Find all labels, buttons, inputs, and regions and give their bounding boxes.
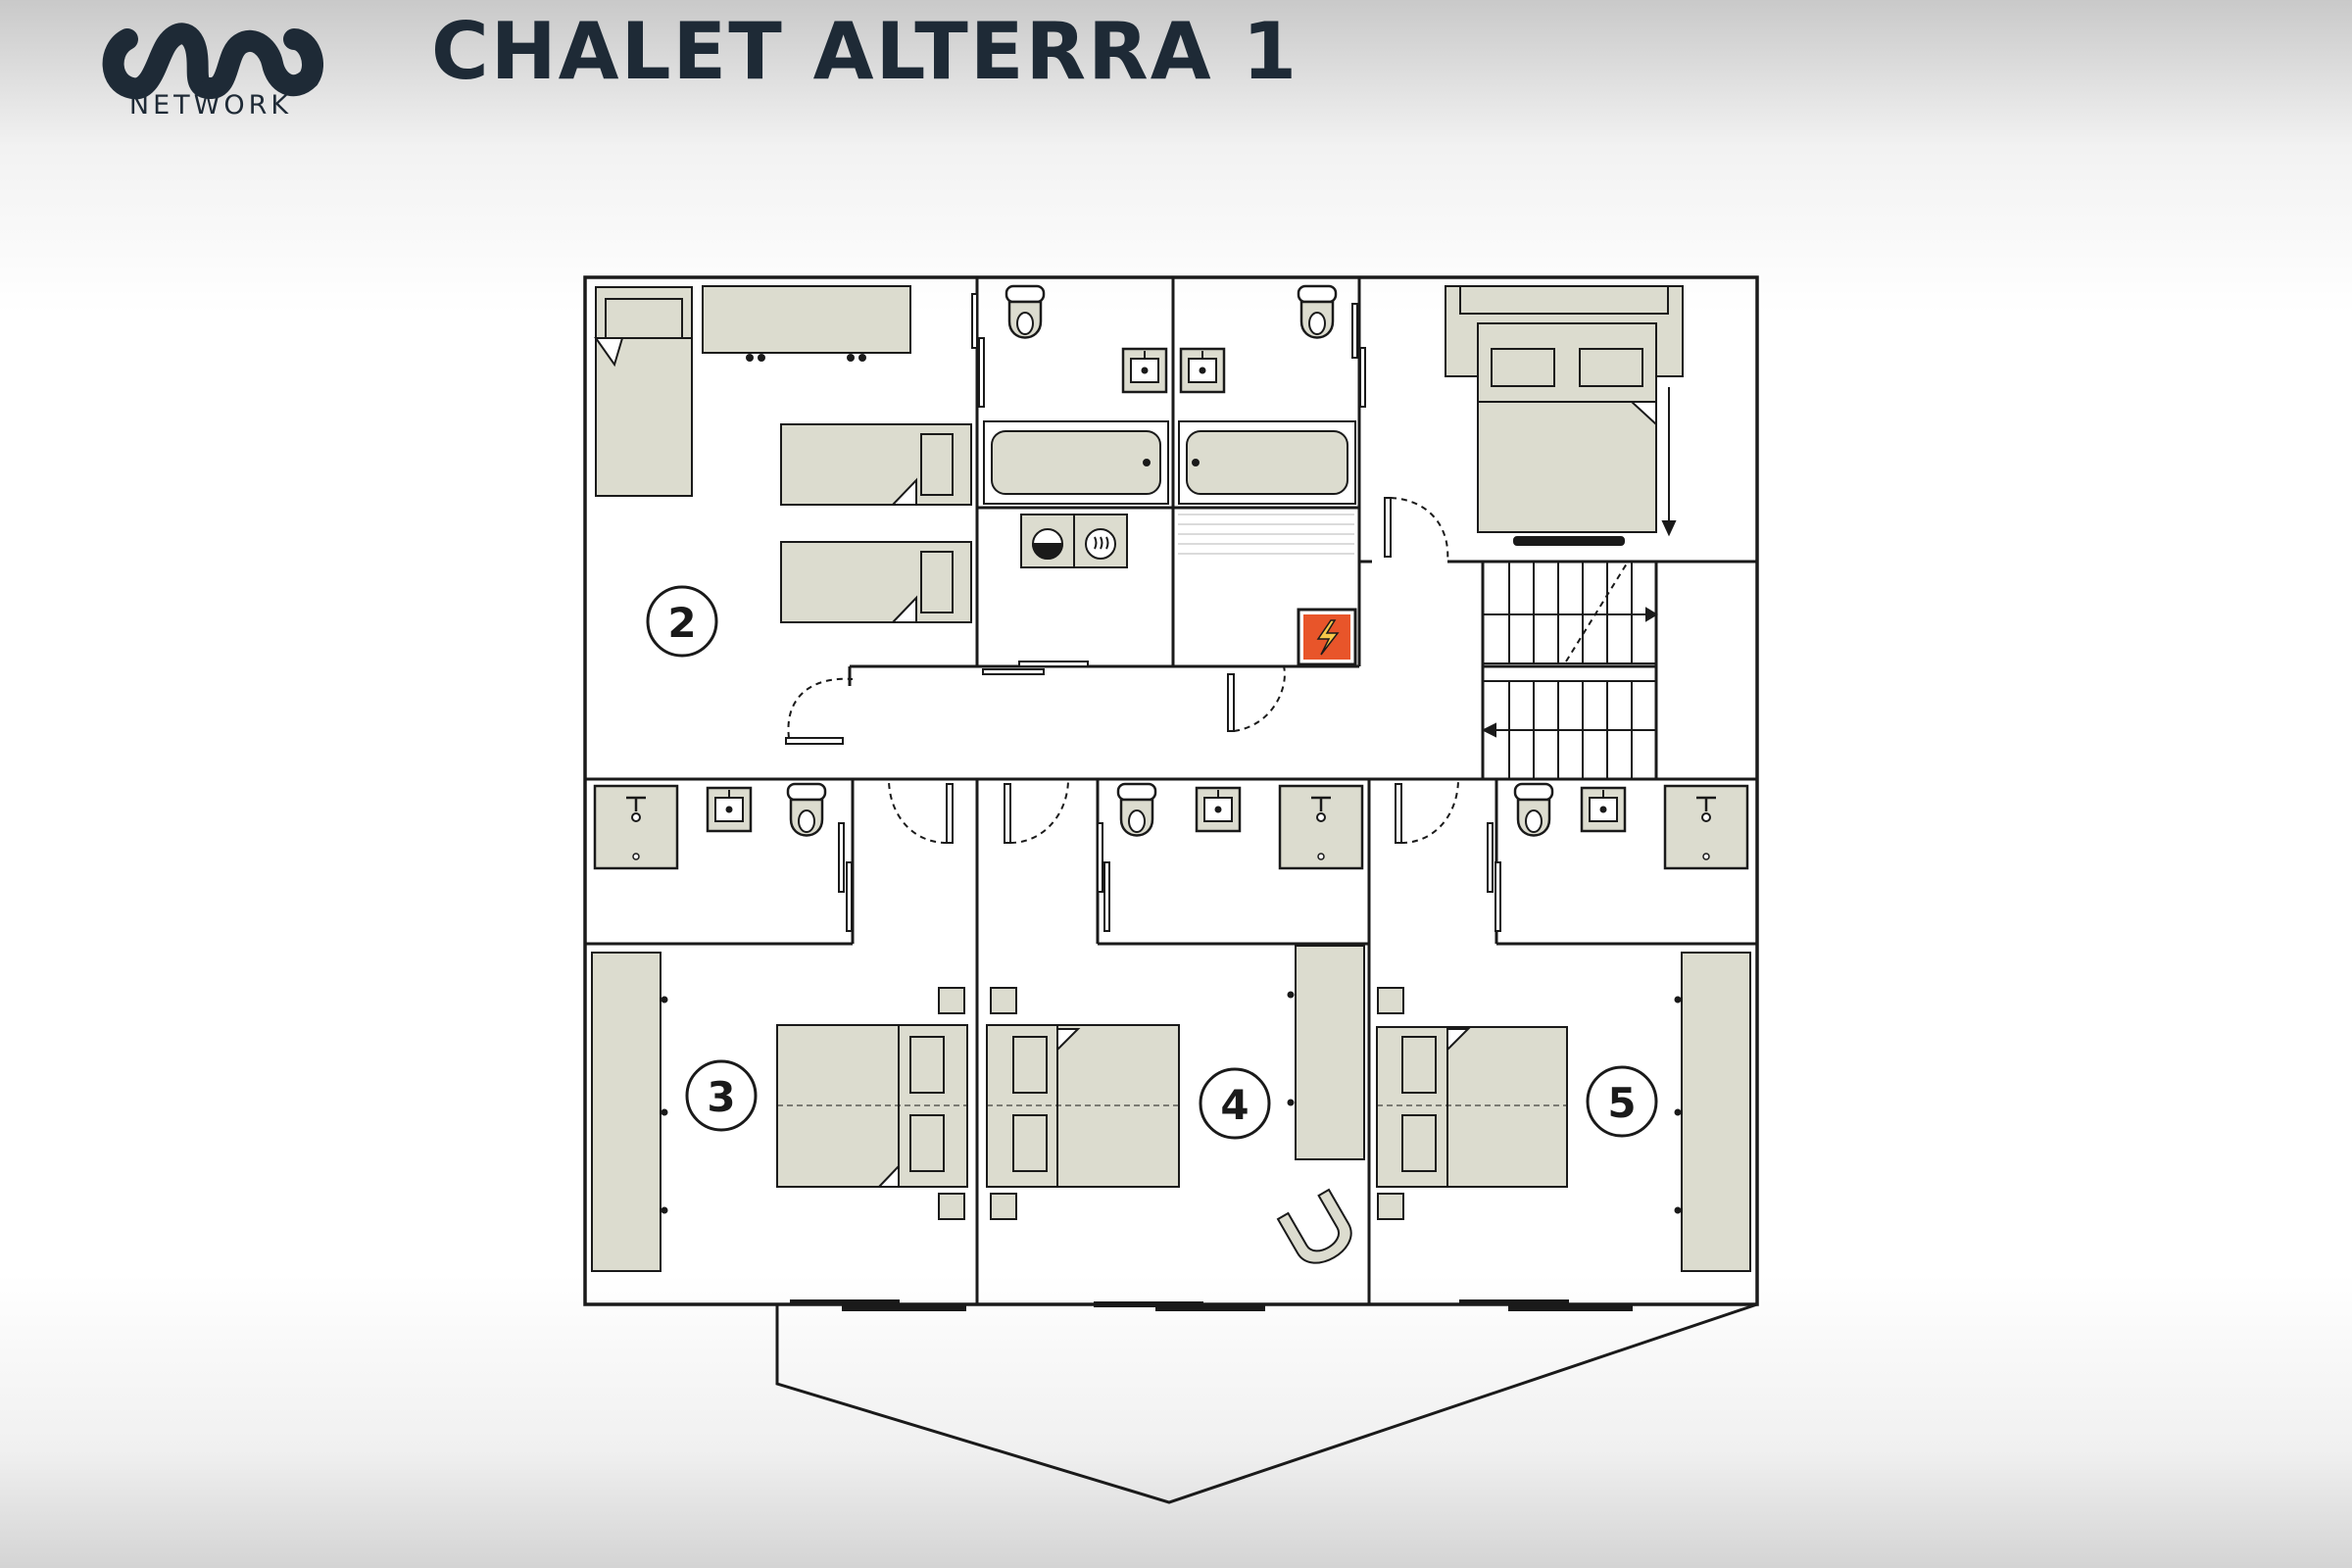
sink-icon bbox=[706, 786, 753, 833]
room-4-label: 4 bbox=[1199, 1067, 1271, 1140]
dryer-icon bbox=[1073, 514, 1128, 568]
room-5-label: 5 bbox=[1586, 1065, 1658, 1138]
sink-icon bbox=[1195, 786, 1242, 833]
bed-icon bbox=[986, 1024, 1180, 1188]
svg-text:3: 3 bbox=[707, 1073, 735, 1121]
bed-icon bbox=[780, 541, 972, 623]
washing-machine-icon bbox=[1020, 514, 1075, 568]
bed-icon bbox=[594, 286, 693, 497]
bed-icon bbox=[780, 423, 972, 506]
shower-icon bbox=[593, 784, 679, 870]
toilet-icon bbox=[1513, 782, 1554, 837]
page-title: CHALET ALTERRA 1 bbox=[431, 6, 1299, 97]
room-3-label: 3 bbox=[685, 1059, 758, 1132]
toilet-icon bbox=[1004, 284, 1046, 339]
sink-icon bbox=[1121, 347, 1168, 394]
logo-text: NETWORK bbox=[128, 90, 293, 121]
logo-mark-icon bbox=[102, 23, 323, 100]
room-4-furniture bbox=[986, 945, 1365, 1264]
bed-icon bbox=[1376, 1026, 1568, 1188]
bathtub-icon bbox=[1178, 420, 1356, 505]
doors bbox=[785, 293, 1633, 1311]
svg-text:5: 5 bbox=[1607, 1079, 1636, 1127]
toilet-icon bbox=[786, 782, 827, 837]
electrical-panel-icon bbox=[1297, 608, 1357, 666]
toilet-icon bbox=[1116, 782, 1157, 837]
top-bathrooms bbox=[983, 284, 1356, 505]
master-bedroom bbox=[1445, 285, 1684, 546]
shower-icon bbox=[1278, 784, 1364, 870]
wardrobe-icon bbox=[1681, 952, 1751, 1272]
tv-icon bbox=[1513, 536, 1625, 546]
svg-text:4: 4 bbox=[1220, 1081, 1249, 1129]
storage-shelves bbox=[1178, 514, 1354, 555]
wardrobe-icon bbox=[1295, 945, 1365, 1160]
bed-icon bbox=[776, 1024, 968, 1188]
stairs-icon bbox=[1481, 561, 1658, 780]
terrace-outline bbox=[775, 1302, 1758, 1504]
wardrobe-icon bbox=[702, 285, 911, 362]
svg-text:2: 2 bbox=[667, 599, 696, 647]
room-2-furniture bbox=[594, 285, 972, 623]
toilet-icon bbox=[1297, 284, 1338, 339]
room-2-label: 2 bbox=[646, 585, 718, 658]
sink-icon bbox=[1179, 347, 1226, 394]
armchair-icon bbox=[1276, 1188, 1352, 1264]
bed-icon bbox=[1445, 285, 1684, 533]
room-5-furniture bbox=[1376, 952, 1751, 1272]
lower-bathrooms bbox=[593, 782, 1749, 870]
room-3-furniture bbox=[591, 952, 968, 1272]
shower-icon bbox=[1663, 784, 1749, 870]
laundry bbox=[1020, 514, 1357, 666]
wardrobe-icon bbox=[591, 952, 662, 1272]
sink-icon bbox=[1580, 786, 1627, 833]
bathtub-icon bbox=[983, 420, 1169, 505]
